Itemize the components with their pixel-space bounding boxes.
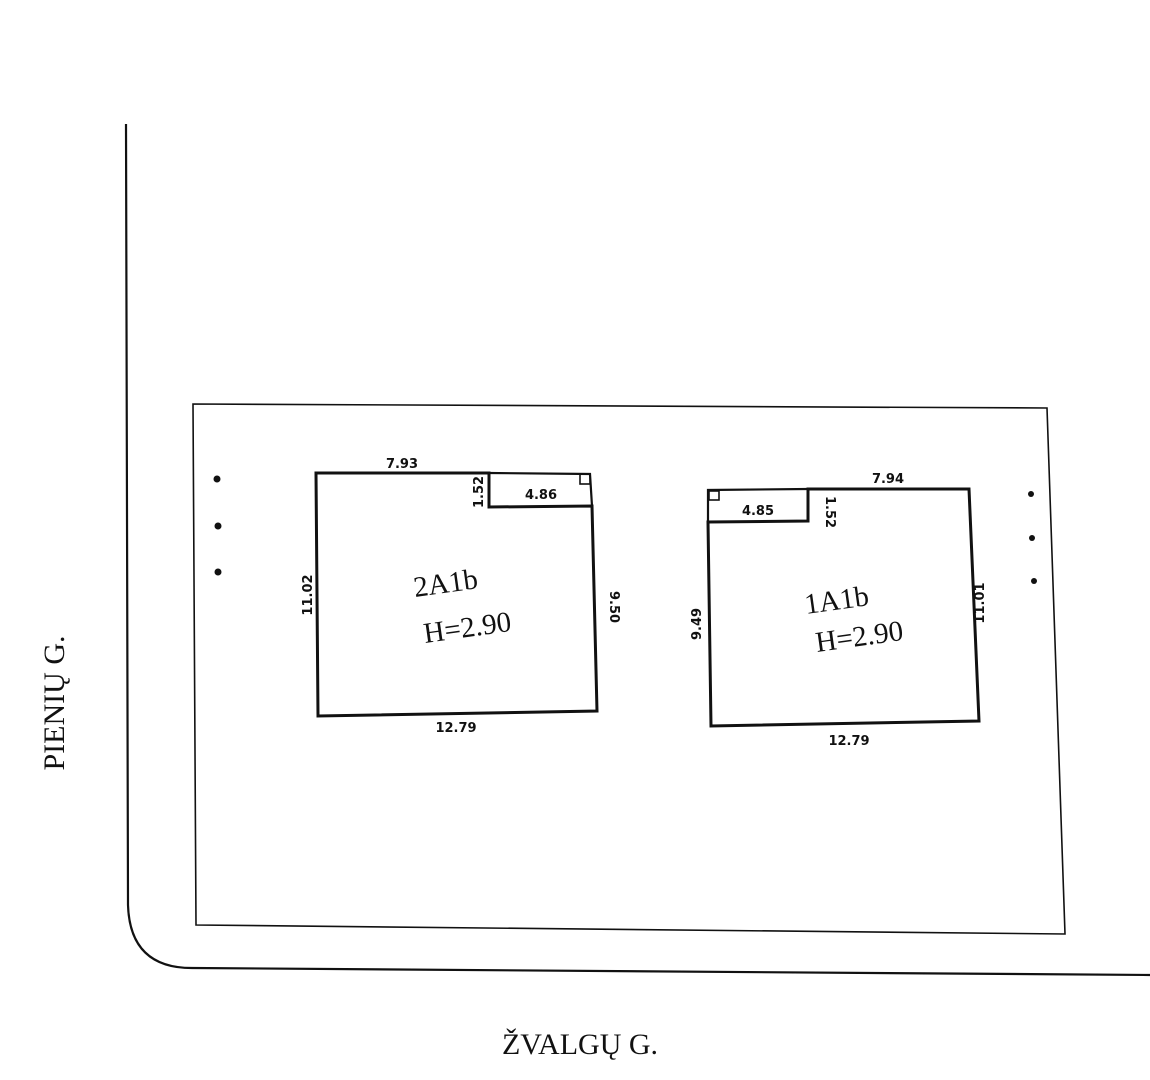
dim-bottom: 12.79 bbox=[828, 734, 869, 749]
boundary-dot bbox=[214, 568, 222, 576]
street-name-south: ŽVALGŲ G. bbox=[502, 1028, 658, 1061]
boundary-dot bbox=[213, 475, 221, 483]
boundary-dot bbox=[1029, 535, 1035, 541]
building-code: 1A1b bbox=[803, 580, 871, 621]
building-1A1b: 7.94 4.85 1.52 9.49 11.01 12.79 1A1b H=2… bbox=[690, 472, 988, 749]
boundary-dot bbox=[214, 522, 222, 530]
street-edge-line bbox=[124, 123, 1150, 977]
annex-marker bbox=[708, 490, 720, 501]
dim-annex-width: 4.86 bbox=[525, 488, 557, 503]
dim-left: 11.02 bbox=[301, 574, 316, 615]
dim-annex-height: 1.52 bbox=[822, 496, 837, 528]
dim-top: 7.93 bbox=[386, 457, 418, 472]
dim-right: 11.01 bbox=[973, 582, 988, 623]
building-height: H=2.90 bbox=[814, 615, 906, 659]
annex-marker bbox=[579, 473, 591, 485]
dim-bottom: 12.79 bbox=[435, 721, 476, 736]
plot-boundary bbox=[192, 403, 1066, 935]
annex-outline bbox=[706, 487, 809, 522]
building-height: H=2.90 bbox=[422, 606, 514, 650]
building-code: 2A1b bbox=[412, 563, 480, 604]
building-2A1b: 7.93 4.86 1.52 11.02 9.50 12.79 2A1b H=2… bbox=[301, 457, 621, 736]
street-name-west: PIENIŲ G. bbox=[38, 636, 71, 771]
building-outline bbox=[706, 487, 981, 728]
boundary-dot bbox=[1031, 578, 1037, 584]
dim-annex-height: 1.52 bbox=[472, 476, 487, 508]
dim-top: 7.94 bbox=[872, 472, 904, 487]
boundary-dot bbox=[1028, 491, 1034, 497]
dim-right: 9.50 bbox=[606, 591, 621, 623]
dim-left: 9.49 bbox=[690, 608, 705, 640]
dim-annex-width: 4.85 bbox=[742, 504, 774, 519]
